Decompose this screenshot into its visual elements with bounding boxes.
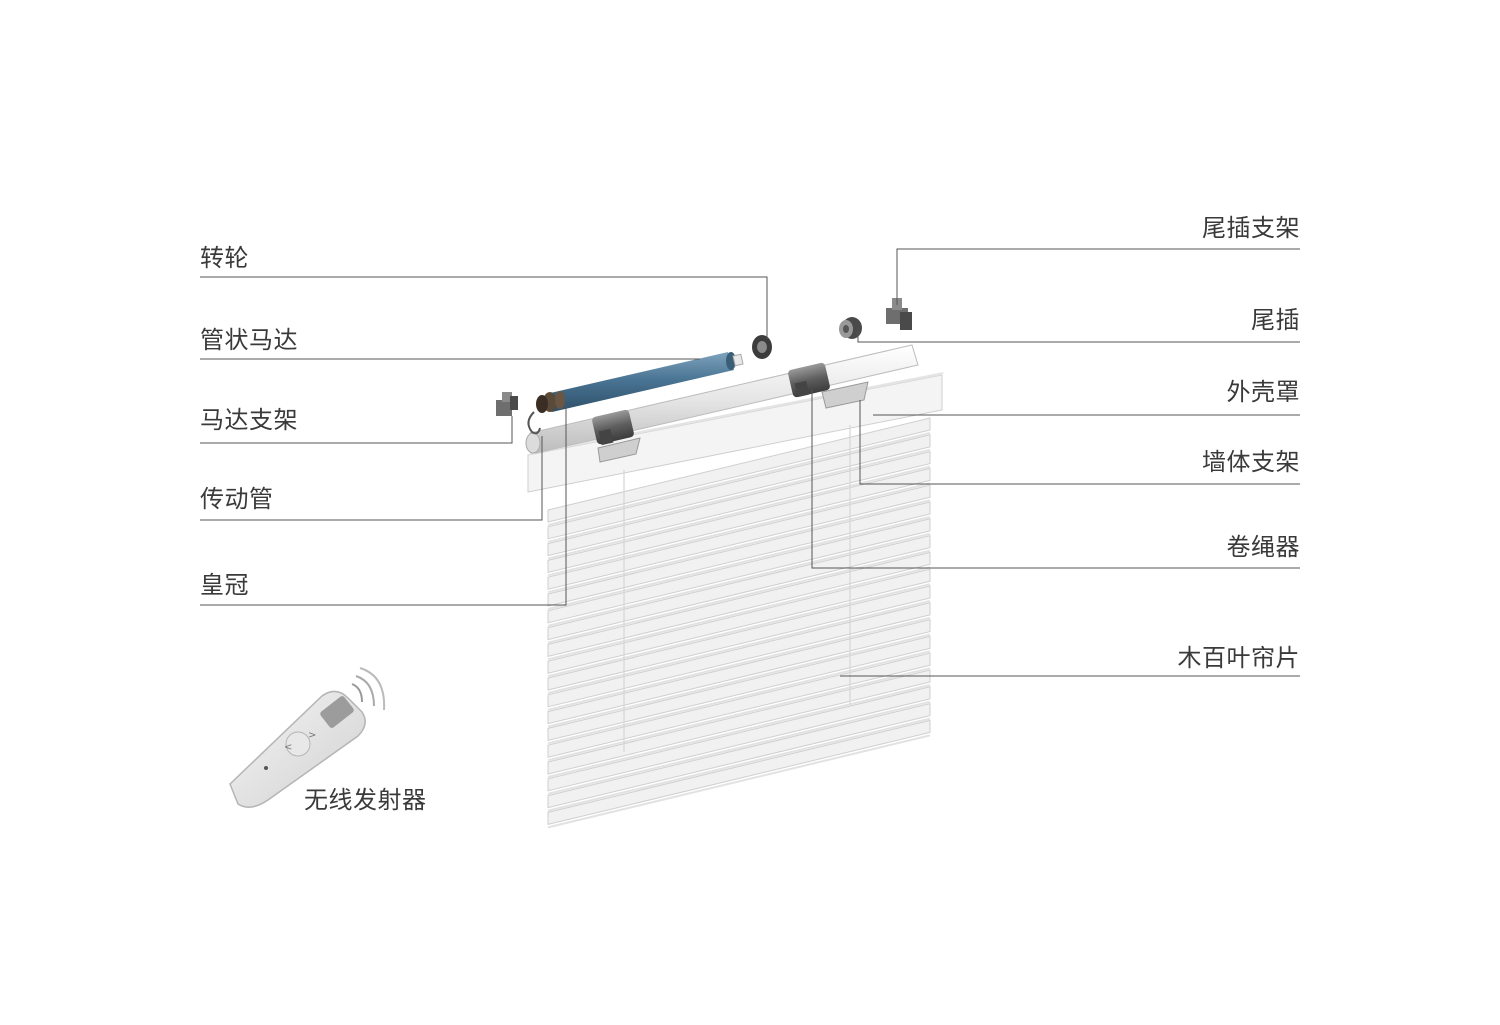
slat xyxy=(547,652,931,758)
slat-shadow xyxy=(547,633,931,728)
label-cord-winder: 卷绳器 xyxy=(1226,533,1300,561)
slat-shadow xyxy=(547,734,931,829)
ladder-cords xyxy=(623,425,851,752)
label-tubular-motor: 管状马达 xyxy=(200,326,298,354)
slat xyxy=(547,669,931,775)
slat-shadow xyxy=(547,566,931,661)
slat-shadow xyxy=(547,432,931,526)
svg-text:>: > xyxy=(308,730,316,741)
slat-shadow xyxy=(547,616,931,711)
slat xyxy=(547,467,931,574)
slat xyxy=(547,686,931,792)
cord-winder-right xyxy=(788,362,830,398)
label-motor-bracket: 马达支架 xyxy=(200,406,298,434)
tubular-motor xyxy=(546,352,744,412)
wall-bracket-left xyxy=(597,437,641,463)
wall-bracket-right xyxy=(821,381,869,409)
slat-shadow xyxy=(547,717,931,812)
slat xyxy=(547,719,931,826)
signal-waves-icon xyxy=(351,667,386,711)
slat-shadow xyxy=(547,667,931,762)
slat-shadow xyxy=(547,499,931,594)
label-wheel: 转轮 xyxy=(200,244,249,272)
slat xyxy=(547,417,931,523)
wood-slats xyxy=(547,417,931,829)
slat-shadow xyxy=(547,684,931,778)
slat xyxy=(547,585,931,691)
crown xyxy=(536,391,565,413)
label-remote: 无线发射器 xyxy=(304,786,427,814)
end-plug-bracket xyxy=(886,298,912,330)
slat-shadow xyxy=(547,516,931,610)
motor-hook xyxy=(527,411,541,435)
slat xyxy=(547,618,931,725)
label-crown: 皇冠 xyxy=(200,571,249,599)
slat xyxy=(547,518,931,624)
slat-shadow xyxy=(547,700,931,795)
slat-shadow xyxy=(547,549,931,644)
slat-shadow xyxy=(547,465,931,560)
slat xyxy=(547,602,931,708)
slat-shadow xyxy=(547,650,931,745)
slat-shadow xyxy=(547,600,931,694)
slat-shadow xyxy=(547,532,931,627)
slat-shadow xyxy=(547,482,931,577)
wheel xyxy=(752,335,772,359)
slat xyxy=(547,434,931,540)
slat-shadow xyxy=(547,448,931,543)
label-end-plug-bracket: 尾插支架 xyxy=(1202,214,1300,242)
label-outer-cover: 外壳罩 xyxy=(1226,378,1300,406)
end-plug xyxy=(839,317,862,339)
slat-shadow xyxy=(547,583,931,678)
leader-lines xyxy=(200,248,1300,677)
slat xyxy=(547,551,931,658)
slat xyxy=(547,702,931,809)
svg-text:<: < xyxy=(284,742,292,753)
motor-bracket xyxy=(496,392,518,416)
label-drive-tube: 传动管 xyxy=(200,485,274,513)
label-wall-bracket: 墙体支架 xyxy=(1202,448,1300,476)
label-wood-slats: 木百叶帘片 xyxy=(1177,644,1300,672)
slat xyxy=(547,484,931,590)
cord-winder-left xyxy=(592,409,634,446)
remote-control: < > xyxy=(229,690,366,808)
slat xyxy=(547,501,931,607)
slat xyxy=(547,450,931,557)
slat xyxy=(547,568,931,674)
label-end-plug: 尾插 xyxy=(1251,306,1300,334)
slat xyxy=(547,534,931,641)
slat xyxy=(547,635,931,742)
